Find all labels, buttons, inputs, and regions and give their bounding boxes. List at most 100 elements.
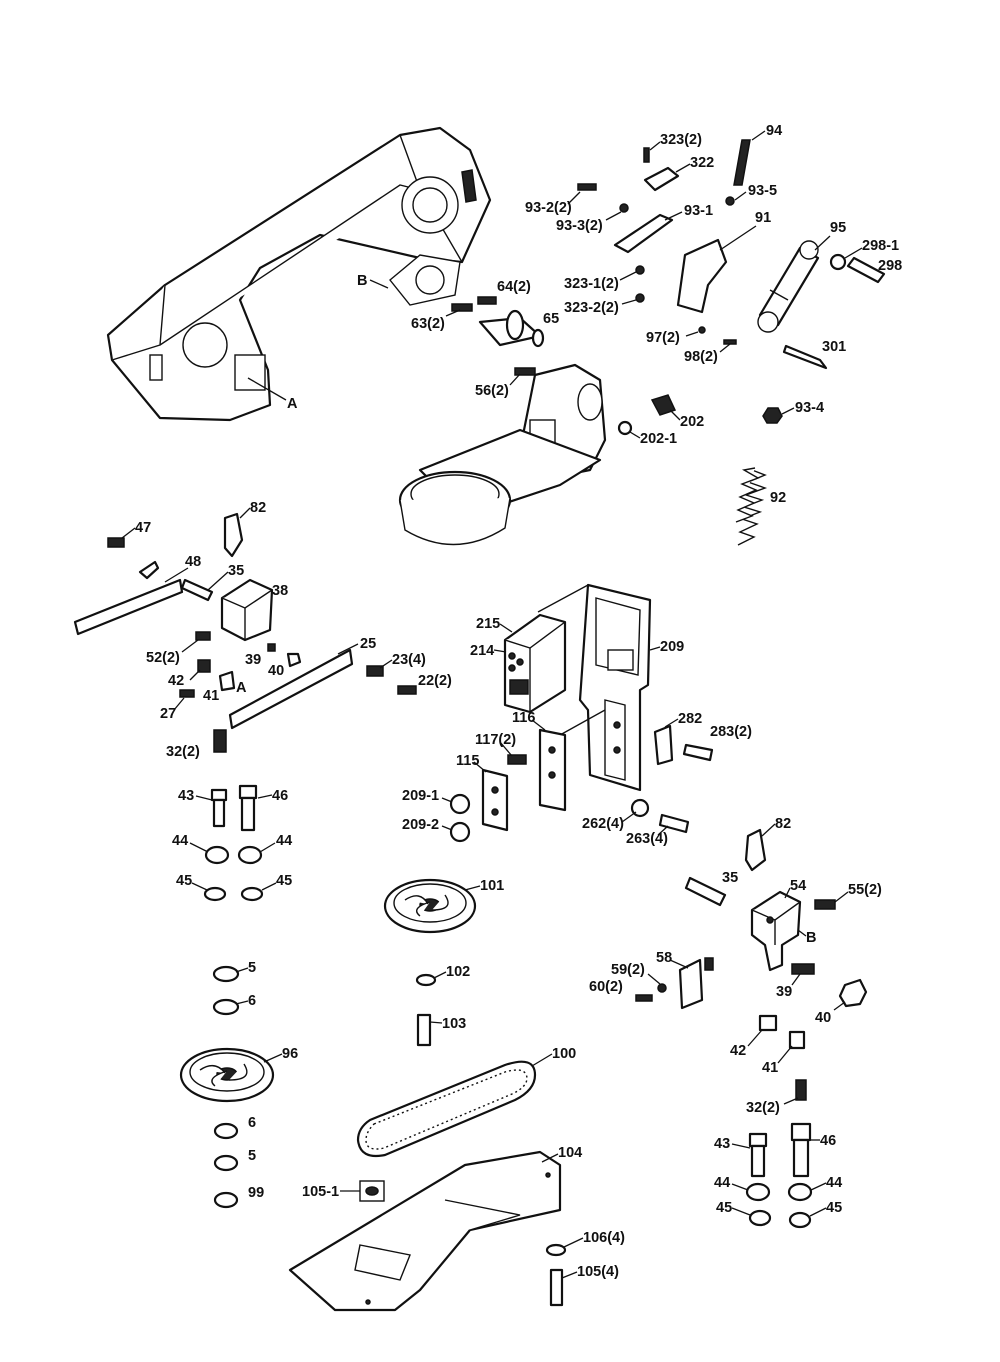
- label-100: 100: [552, 1046, 576, 1062]
- label-283: 283(2): [710, 724, 752, 740]
- label-A-top: A: [287, 396, 298, 412]
- label-97: 97(2): [646, 330, 680, 346]
- label-209-1: 209-1: [402, 788, 439, 804]
- label-32-left: 32(2): [166, 744, 200, 760]
- label-209-2: 209-2: [402, 817, 439, 833]
- guide-arm-left: 47 82 48 35 38 25 52(2) 39 40 23(4) 42: [73, 500, 452, 902]
- label-301: 301: [822, 339, 846, 355]
- control-box-assembly: 215 214 209 116 282 283(2) 117(2) 115 20…: [402, 583, 752, 847]
- label-93-3: 93-3(2): [556, 218, 603, 234]
- label-117: 117(2): [475, 732, 516, 748]
- label-93-2: 93-2(2): [525, 200, 572, 216]
- label-42-right: 42: [730, 1043, 746, 1059]
- label-6-bot: 6: [248, 1115, 256, 1131]
- label-215: 215: [476, 616, 500, 632]
- shaft-65: [478, 309, 545, 348]
- label-44-l2: 44: [276, 833, 292, 849]
- label-48: 48: [185, 554, 201, 570]
- label-A-mid: A: [236, 680, 247, 696]
- label-23: 23(4): [392, 652, 426, 668]
- label-103: 103: [442, 1016, 466, 1032]
- label-214: 214: [470, 643, 494, 659]
- label-94: 94: [766, 123, 782, 139]
- label-45-r1: 45: [716, 1200, 732, 1216]
- label-115: 115: [456, 753, 479, 769]
- label-54: 54: [790, 878, 806, 894]
- label-98: 98(2): [684, 349, 718, 365]
- label-44-r2: 44: [826, 1175, 842, 1191]
- label-45-r2: 45: [826, 1200, 842, 1216]
- label-42-left: 42: [168, 673, 184, 689]
- label-93-4: 93-4: [795, 400, 824, 416]
- label-35-left: 35: [228, 563, 244, 579]
- belt-cover-104: [288, 1150, 562, 1312]
- label-5-top: 5: [248, 960, 256, 976]
- label-282: 282: [678, 711, 702, 727]
- label-44-r1: 44: [714, 1175, 730, 1191]
- cover-plate-parts: 323(2) 322 94 93-2(2) 93-3(2) 93-5 93-1 …: [411, 123, 902, 370]
- label-82-left: 82: [250, 500, 266, 516]
- drive-wheel-101: [383, 878, 477, 934]
- saw-bow-housing: [106, 126, 492, 422]
- label-27: 27: [160, 706, 176, 722]
- label-55: 55(2): [848, 882, 882, 898]
- label-43-left: 43: [178, 788, 194, 804]
- label-43-right: 43: [714, 1136, 730, 1152]
- label-46-left: 46: [272, 788, 288, 804]
- label-40-left: 40: [268, 663, 284, 679]
- label-105-1: 105-1: [302, 1184, 339, 1200]
- label-25: 25: [360, 636, 376, 652]
- label-60: 60(2): [589, 979, 623, 995]
- label-B-top: B: [357, 273, 367, 289]
- driven-wheel-96: [179, 1047, 275, 1103]
- label-323-2b: 323-2(2): [564, 300, 619, 316]
- label-322: 322: [690, 155, 714, 171]
- pivot-bracket: [398, 363, 607, 546]
- label-106: 106(4): [583, 1230, 625, 1246]
- label-35-right: 35: [722, 870, 738, 886]
- label-39-left: 39: [245, 652, 261, 668]
- label-99: 99: [248, 1185, 264, 1201]
- label-95: 95: [830, 220, 846, 236]
- label-298: 298: [878, 258, 902, 274]
- label-323-2: 323(2): [660, 132, 702, 148]
- label-101: 101: [480, 878, 504, 894]
- label-262: 262(4): [582, 816, 624, 832]
- label-93-5: 93-5: [748, 183, 777, 199]
- label-63: 63(2): [411, 316, 445, 332]
- label-32-right: 32(2): [746, 1100, 780, 1116]
- label-6-top: 6: [248, 993, 256, 1009]
- label-39-right: 39: [776, 984, 792, 1000]
- label-56: 56(2): [475, 383, 509, 399]
- label-58: 58: [656, 950, 672, 966]
- label-41-left: 41: [203, 688, 219, 704]
- label-209: 209: [660, 639, 684, 655]
- label-102: 102: [446, 964, 470, 980]
- label-45-l2: 45: [276, 873, 292, 889]
- gas-spring: [757, 240, 820, 333]
- label-52: 52(2): [146, 650, 180, 666]
- label-104: 104: [558, 1145, 582, 1161]
- guide-bearing-pins-right: [748, 1122, 812, 1178]
- guide-bearing-pins-left: [210, 784, 258, 832]
- label-64: 64(2): [497, 279, 531, 295]
- label-116: 116: [512, 710, 535, 726]
- label-91: 91: [755, 210, 771, 226]
- label-202-1: 202-1: [640, 431, 677, 447]
- label-38: 38: [272, 583, 288, 599]
- label-92: 92: [770, 490, 786, 506]
- label-65: 65: [543, 311, 559, 327]
- label-5-bot: 5: [248, 1148, 256, 1164]
- label-323-1: 323-1(2): [564, 276, 619, 292]
- label-45-l1: 45: [176, 873, 192, 889]
- spring-92: [735, 467, 768, 546]
- label-B-right: B: [806, 930, 816, 946]
- label-202: 202: [680, 414, 704, 430]
- label-46-right: 46: [820, 1133, 836, 1149]
- label-105: 105(4): [577, 1264, 619, 1280]
- label-96: 96: [282, 1046, 298, 1062]
- label-22: 22(2): [418, 673, 452, 689]
- label-93-1: 93-1: [684, 203, 713, 219]
- label-263: 263(4): [626, 831, 668, 847]
